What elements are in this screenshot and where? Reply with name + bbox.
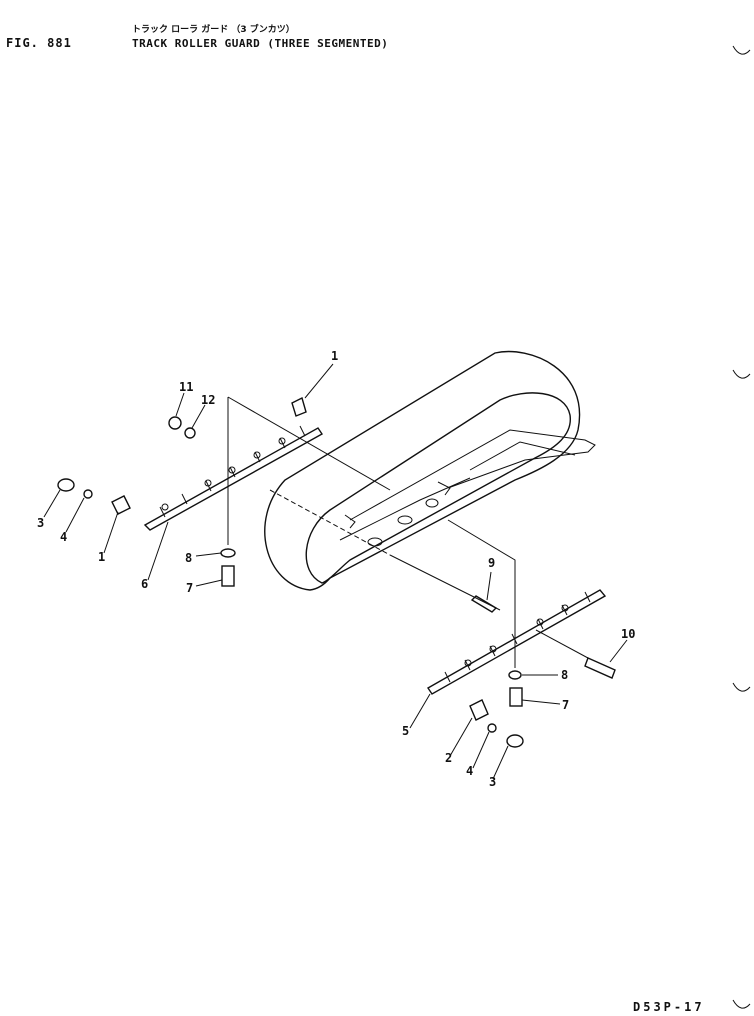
callout-7-right: 7 xyxy=(562,698,569,712)
callout-3-right: 3 xyxy=(489,775,496,789)
callout-11: 11 xyxy=(179,380,193,394)
roller-guard-right xyxy=(427,589,607,695)
callout-2: 2 xyxy=(445,751,452,765)
binder-hole-marks xyxy=(732,45,751,1009)
figure-number: FIG. 881 xyxy=(6,36,72,50)
leader-lines xyxy=(43,363,628,780)
callout-6: 6 xyxy=(141,577,148,591)
callout-4-left: 4 xyxy=(60,530,67,544)
title-japanese: トラック ローラ ガード （3 ブンカツ） xyxy=(132,25,295,35)
callout-5: 5 xyxy=(402,724,409,738)
callout-8-left: 8 xyxy=(185,551,192,565)
title-english: TRACK ROLLER GUARD (THREE SEGMENTED) xyxy=(132,37,389,50)
small-parts xyxy=(57,396,616,748)
callout-10: 10 xyxy=(621,627,635,641)
assembly-lines xyxy=(227,396,589,668)
callout-8-right: 8 xyxy=(561,668,568,682)
track-frame xyxy=(264,350,596,591)
callout-9: 9 xyxy=(488,556,495,570)
model-code: D53P-17 xyxy=(633,1000,705,1014)
callouts: 1 11 12 3 4 1 6 8 7 9 10 8 7 5 2 4 3 xyxy=(37,349,635,789)
callout-7-left: 7 xyxy=(186,581,193,595)
callout-12: 12 xyxy=(201,393,215,407)
callout-1-left: 1 xyxy=(98,550,105,564)
callout-3-left: 3 xyxy=(37,516,44,530)
callout-1-top: 1 xyxy=(331,349,338,363)
roller-guard-left xyxy=(143,425,324,531)
callout-4-right: 4 xyxy=(466,764,473,778)
